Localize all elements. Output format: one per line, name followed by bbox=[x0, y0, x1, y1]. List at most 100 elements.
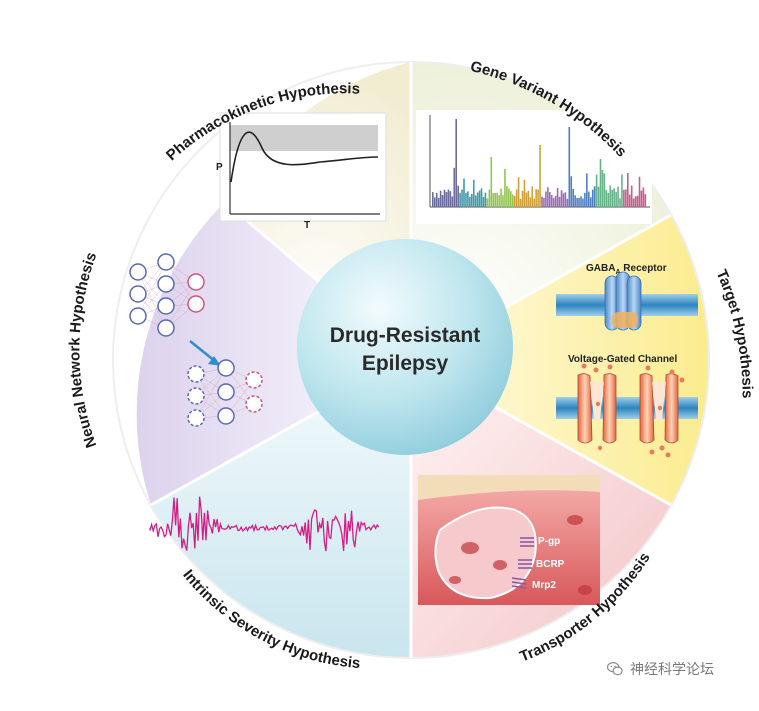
nn-node bbox=[129, 285, 147, 303]
manhattan-bar bbox=[513, 195, 516, 207]
manhattan-bar bbox=[463, 178, 465, 207]
manhattan-bar bbox=[439, 190, 442, 207]
manhattan-bar bbox=[527, 190, 530, 207]
watermark: 神经科学论坛 bbox=[606, 657, 714, 681]
manhattan-bar bbox=[519, 198, 522, 207]
manhattan-bar bbox=[560, 190, 563, 207]
sector-neural-network bbox=[136, 202, 411, 505]
manhattan-bar bbox=[533, 198, 535, 207]
nn-node bbox=[217, 383, 235, 401]
manhattan-bar bbox=[628, 194, 631, 207]
transporter-panel: P-gp BCRP Mrp2 bbox=[418, 475, 600, 605]
center-node: Drug-Resistant Epilepsy bbox=[297, 239, 513, 455]
center-sphere bbox=[297, 239, 513, 455]
transporter-label-bcrp: BCRP bbox=[536, 559, 565, 570]
nn-node bbox=[187, 409, 205, 427]
manhattan-bar bbox=[455, 119, 457, 207]
manhattan-bar bbox=[447, 189, 450, 207]
manhattan-bar bbox=[562, 193, 565, 207]
red-blood-cells bbox=[449, 515, 592, 595]
nn-node bbox=[217, 359, 235, 377]
nn-node bbox=[129, 263, 147, 281]
manhattan-bar bbox=[574, 195, 576, 207]
manhattan-bar bbox=[582, 198, 584, 207]
gaba-receptor-label: GABAA Receptor bbox=[586, 263, 667, 276]
nn-node bbox=[187, 273, 205, 291]
manhattan-bar bbox=[521, 190, 524, 207]
endothelial-cell bbox=[434, 506, 537, 600]
manhattan-bar bbox=[550, 195, 553, 207]
manhattan-bar bbox=[543, 197, 545, 207]
nn-node bbox=[245, 395, 263, 413]
manhattan-bar bbox=[484, 192, 487, 207]
nn-node bbox=[129, 307, 147, 325]
manhattan-bar bbox=[449, 191, 452, 207]
transporter-label-pgp: P-gp bbox=[538, 536, 560, 547]
manhattan-bar bbox=[593, 186, 596, 207]
nn-node bbox=[157, 275, 175, 293]
nn-connection bbox=[195, 367, 227, 419]
manhattan-bar bbox=[545, 191, 547, 207]
manhattan-bar bbox=[508, 188, 510, 207]
manhattan-bar bbox=[556, 187, 559, 207]
pk-therapeutic-band bbox=[230, 125, 378, 151]
manhattan-bar bbox=[619, 198, 621, 207]
manhattan-bar bbox=[471, 194, 473, 207]
manhattan-bar bbox=[572, 188, 574, 207]
manhattan-bar bbox=[432, 192, 434, 207]
manhattan-bar bbox=[554, 195, 557, 207]
manhattan-bar bbox=[529, 197, 532, 207]
manhattan-bar bbox=[459, 193, 461, 207]
manhattan-bar bbox=[511, 194, 514, 207]
pk-x-axis-label: T bbox=[304, 220, 310, 231]
manhattan-bar bbox=[547, 187, 549, 207]
manhattan-bar bbox=[523, 179, 526, 207]
target-panel: GABAA Receptor Voltage-Gated Channel bbox=[556, 263, 698, 458]
manhattan-bar bbox=[566, 198, 569, 207]
manhattan-bar bbox=[552, 198, 555, 207]
eeg-panel bbox=[149, 496, 380, 552]
manhattan-bar bbox=[437, 197, 440, 207]
watermark-text: 神经科学论坛 bbox=[630, 662, 714, 678]
manhattan-bar bbox=[636, 195, 639, 207]
manhattan-bar bbox=[461, 189, 463, 207]
manhattan-bar bbox=[607, 192, 610, 207]
manhattan-bar bbox=[576, 197, 578, 207]
neural-network-disrupted bbox=[187, 359, 263, 427]
nn-arrow-head bbox=[208, 356, 221, 366]
manhattan-bar bbox=[586, 173, 588, 207]
pk-plot: P T bbox=[216, 112, 387, 231]
manhattan-bar bbox=[609, 185, 612, 207]
manhattan-bar bbox=[601, 169, 604, 207]
manhattan-bar bbox=[474, 195, 477, 207]
neural-network-panel bbox=[129, 253, 263, 427]
manhattan-bar bbox=[642, 187, 645, 207]
manhattan-bar bbox=[595, 174, 598, 207]
manhattan-bar bbox=[568, 127, 571, 207]
voltage-gated-channel-icon-2 bbox=[639, 373, 679, 444]
nn-node bbox=[217, 407, 235, 425]
manhattan-bar bbox=[644, 194, 647, 207]
manhattan-bar bbox=[467, 191, 469, 207]
manhattan-bar bbox=[517, 177, 520, 207]
nn-node bbox=[187, 387, 205, 405]
manhattan-bar bbox=[617, 186, 619, 207]
nn-node bbox=[245, 371, 263, 389]
manhattan-bar bbox=[506, 186, 508, 207]
manhattan-bar bbox=[578, 197, 580, 207]
manhattan-bar bbox=[591, 189, 594, 207]
manhattan-bar bbox=[486, 198, 489, 207]
manhattan-bar bbox=[640, 190, 643, 207]
manhattan-bar bbox=[492, 192, 495, 207]
manhattan-bar bbox=[488, 189, 491, 207]
manhattan-bar bbox=[476, 192, 479, 207]
manhattan-bar bbox=[472, 179, 475, 207]
nn-node bbox=[157, 319, 175, 337]
manhattan-bar bbox=[558, 196, 561, 207]
manhattan-bar bbox=[510, 191, 512, 207]
pk-concentration-curve bbox=[230, 131, 379, 183]
manhattan-bar bbox=[621, 174, 623, 207]
manhattan-bar bbox=[515, 189, 518, 207]
manhattan-bar bbox=[531, 186, 534, 207]
manhattan-bar bbox=[453, 167, 456, 207]
